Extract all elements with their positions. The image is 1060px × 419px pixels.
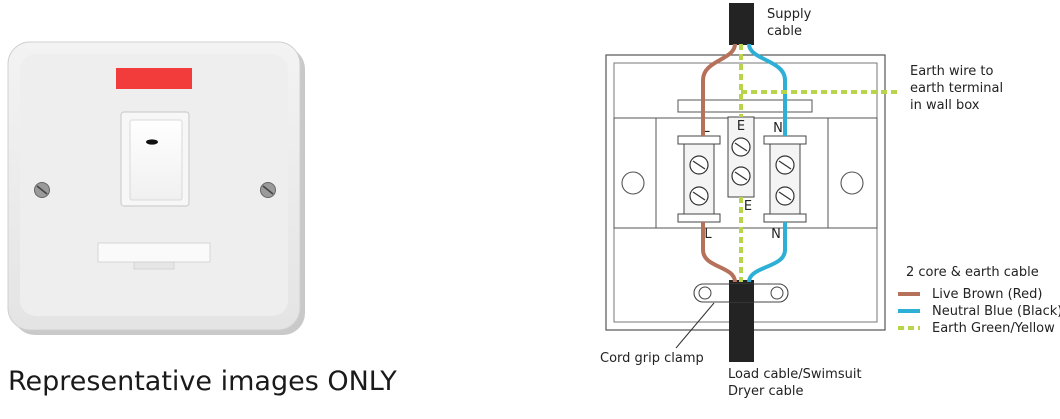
load-cable-label-line1: Load cable/Swimsuit	[728, 367, 862, 382]
supply-cable	[729, 3, 754, 45]
flex-outlet-slot	[97, 242, 211, 263]
terminal-label-neutral-bottom: N	[771, 227, 781, 242]
terminal-label-live-bottom: L	[704, 227, 712, 242]
terminal-label-earth-top: E	[737, 119, 745, 134]
neutral-terminal	[763, 135, 807, 223]
terminal-label-earth-bottom: E	[744, 199, 752, 214]
caption: Representative images ONLY	[8, 366, 397, 397]
live-wire-top	[701, 43, 737, 136]
legend: 2 core & earth cable Live Brown (Red) Ne…	[898, 265, 1060, 336]
legend-label-live: Live Brown (Red)	[932, 287, 1042, 302]
load-cable-label-line2: Dryer cable	[728, 384, 804, 399]
neutral-wire-bottom	[747, 222, 787, 283]
cord-grip-label: Cord grip clamp	[600, 351, 704, 366]
legend-label-earth: Earth Green/Yellow	[932, 321, 1055, 336]
neon-indicator	[116, 68, 192, 89]
terminal-label-neutral-top: N	[773, 121, 783, 136]
terminal-label-live-top: L	[702, 121, 710, 136]
supply-cable-label-line2: cable	[767, 24, 802, 39]
right-screw-icon	[260, 182, 276, 198]
left-fixing-hole	[621, 171, 645, 195]
earth-note-line1: Earth wire to	[910, 64, 994, 79]
supply-cable-label-line1: Supply	[767, 7, 812, 22]
left-screw-icon	[34, 182, 50, 198]
switch-illustration	[7, 41, 305, 335]
cord-grip-leader-line	[675, 302, 715, 349]
top-bridge	[677, 99, 813, 113]
flex-outlet-lip	[133, 261, 175, 270]
rocker-dot-icon	[146, 139, 158, 145]
right-fixing-hole	[840, 171, 864, 195]
legend-label-neutral: Neutral Blue (Black)	[932, 304, 1060, 319]
cord-grip-clamp	[693, 283, 789, 303]
live-wire-bottom	[701, 222, 737, 283]
wiring-diagram: L E N L E N Supply cable Earth wire to e…	[600, 3, 1060, 399]
earth-note-line2: earth terminal	[910, 81, 1003, 96]
rocker-switch[interactable]	[129, 119, 183, 201]
neutral-wire-top	[747, 43, 787, 136]
live-terminal	[677, 135, 721, 223]
earth-note-line3: in wall box	[910, 98, 980, 113]
legend-title: 2 core & earth cable	[906, 265, 1039, 280]
